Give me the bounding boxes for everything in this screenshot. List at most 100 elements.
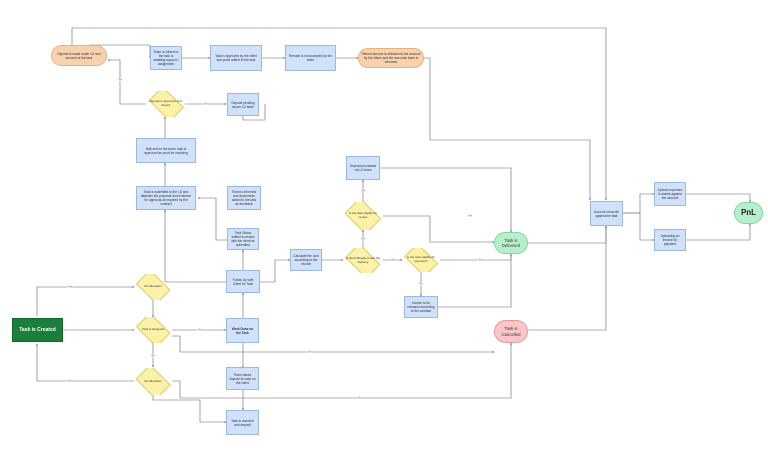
node-label: Task is Cancelled bbox=[501, 326, 521, 337]
node-upload-expenses[interactable]: Upload expenses & assets against the acc… bbox=[654, 182, 686, 206]
node-label: No Allocation bbox=[144, 284, 162, 289]
node-label: Deposit processed via LD team bbox=[349, 164, 377, 172]
node-no-accept[interactable]: Remark is not accepted by the team bbox=[285, 45, 336, 71]
node-label: No Allocation bbox=[144, 378, 162, 383]
edge-label: No bbox=[150, 354, 156, 358]
edge-line bbox=[383, 215, 495, 243]
edge-line bbox=[623, 212, 655, 241]
edge-line bbox=[172, 342, 512, 399]
node-label: Account reconcile against the task bbox=[593, 209, 620, 218]
edge-line bbox=[686, 223, 751, 241]
node-pnl[interactable]: PnL bbox=[734, 202, 763, 224]
decision-no-allocation-top[interactable]: No Allocation bbox=[134, 274, 172, 300]
edge-label: No bbox=[418, 282, 424, 286]
node-resolved-dispute[interactable]: Task is resolved and deposit bbox=[226, 410, 259, 435]
node-label: Follow Up with Client for Task bbox=[232, 277, 254, 286]
node-review-history[interactable]: Team is informed and documents added to … bbox=[227, 186, 261, 210]
edge-label: No bbox=[357, 396, 363, 400]
node-label: Task is Assigned bbox=[141, 327, 165, 332]
edge-label: Yes bbox=[360, 237, 366, 241]
node-work-on-task[interactable]: Work Done on the Task bbox=[226, 318, 259, 343]
node-label: Team raises dispute for task on the clie… bbox=[229, 372, 256, 385]
edge-label: Yes bbox=[67, 285, 73, 289]
node-label: Deposit pending as per LD team bbox=[231, 100, 255, 109]
edge-line bbox=[528, 225, 607, 244]
decision-no-allocation-bottom[interactable]: No Allocation bbox=[134, 368, 172, 395]
node-review-info[interactable]: Team is informed; the task is awaiting s… bbox=[150, 46, 182, 70]
edge-line bbox=[242, 104, 266, 121]
decision-pre-delivery[interactable]: Is Task Already Under the Delivery bbox=[343, 248, 383, 273]
decision-confirm[interactable]: Is the task eligible for payment? bbox=[402, 248, 440, 272]
edge-label: No bbox=[67, 379, 73, 383]
edge-label: Yes bbox=[117, 78, 123, 82]
node-label: Task is Delivered bbox=[501, 237, 521, 248]
edge-line bbox=[152, 395, 227, 423]
edge-line bbox=[260, 259, 291, 283]
node-calculate[interactable]: Calculate the cost according to the invo… bbox=[290, 249, 322, 271]
edge-line bbox=[528, 225, 607, 331]
edge-line bbox=[438, 256, 512, 308]
node-task-cancelled[interactable]: Task is Cancelled bbox=[494, 320, 528, 343]
node-label: PnL bbox=[740, 208, 757, 217]
edge-label: No bbox=[307, 350, 313, 354]
node-raise-dispute[interactable]: Team raises dispute for task on the clie… bbox=[226, 367, 259, 390]
decision-review[interactable]: Is the task eligible for review bbox=[343, 202, 383, 230]
edge-line bbox=[71, 27, 607, 201]
node-label: Uploading an invoice for payment bbox=[660, 234, 680, 246]
edge-label: Yes bbox=[467, 214, 473, 218]
node-top-orange-right[interactable]: Refund amount is released to the account… bbox=[358, 48, 424, 68]
node-label: Team is informed and documents added to … bbox=[231, 190, 257, 206]
edge-line bbox=[380, 167, 512, 233]
node-label: Task is resolved and deposit bbox=[231, 418, 254, 427]
node-mail-to-team[interactable]: Mail sent to the team: task is approved … bbox=[136, 138, 196, 163]
node-task-delivered[interactable]: Task is Delivered bbox=[494, 232, 528, 254]
edge-line bbox=[440, 253, 512, 261]
node-label: Is the task eligible for review bbox=[348, 211, 378, 219]
edge-line bbox=[686, 193, 751, 203]
edge-line bbox=[197, 197, 227, 241]
edge-label: No bbox=[390, 258, 396, 262]
node-top-check[interactable]: Deposit processed via LD team bbox=[346, 156, 380, 180]
edge-label: Yes bbox=[197, 328, 203, 332]
node-label: Mail sent to the team: task is approved … bbox=[144, 146, 188, 155]
edge-line bbox=[164, 209, 226, 283]
node-follow-up[interactable]: Follow Up with Client for Task bbox=[226, 270, 260, 293]
node-deposit-pending[interactable]: Deposit pending as per LD team bbox=[227, 93, 259, 116]
node-label: Work Done on the Task bbox=[231, 326, 254, 335]
node-label: Deposit is made under LD and account of … bbox=[57, 51, 101, 60]
edge-line bbox=[424, 57, 591, 201]
edge-line bbox=[172, 335, 495, 353]
node-proof-approved[interactable]: Task is approved by the client and proof… bbox=[210, 45, 262, 71]
decision-task-assigned[interactable]: Task is Assigned bbox=[134, 317, 172, 343]
node-label: Calculate the cost according to the invo… bbox=[293, 254, 319, 266]
node-label: Invoice to be released according to the … bbox=[407, 301, 435, 313]
node-label: Deposit is approved and closed bbox=[149, 99, 182, 107]
edge-line bbox=[107, 59, 146, 105]
node-label: Is Task Already Under the Delivery bbox=[345, 255, 381, 264]
decision-deposit[interactable]: Deposit is approved and closed bbox=[146, 91, 185, 117]
node-invoice-pending[interactable]: Invoice to be released according to the … bbox=[404, 296, 438, 318]
node-label: Team is informed; the task is awaiting s… bbox=[153, 50, 179, 66]
edge-line bbox=[36, 286, 135, 316]
edge-line bbox=[623, 193, 655, 214]
node-upload-invoice[interactable]: Uploading an invoice for payment bbox=[654, 229, 686, 251]
node-label: Remark is not accepted by the team bbox=[288, 54, 333, 62]
node-task-done-review[interactable]: Task Status shifted to review with the c… bbox=[227, 228, 259, 250]
node-label: Refund amount is released to the account… bbox=[361, 52, 421, 64]
node-label: Is the task eligible for payment? bbox=[406, 255, 436, 263]
node-approve-pending[interactable]: Task is submitted to the LD and attaches… bbox=[136, 186, 196, 210]
node-top-orange-left[interactable]: Deposit is made under LD and account of … bbox=[51, 45, 107, 66]
node-label: Task is submitted to the LD and attaches… bbox=[140, 190, 192, 206]
edge-line bbox=[36, 343, 134, 382]
node-account-reconcile[interactable]: Account reconcile against the task bbox=[590, 201, 623, 226]
node-label: Task is approved by the client and proof… bbox=[215, 54, 257, 62]
node-label: Task Status shifted to review with the c… bbox=[231, 231, 255, 247]
edge-label: Yes bbox=[360, 189, 366, 193]
edge-label: No bbox=[203, 102, 209, 106]
node-label: Upload expenses & assets against the acc… bbox=[657, 188, 683, 200]
node-task-created[interactable]: Task is Created bbox=[12, 318, 63, 342]
node-label: Task is Created bbox=[19, 326, 56, 333]
edge-label: Yes bbox=[477, 258, 483, 262]
